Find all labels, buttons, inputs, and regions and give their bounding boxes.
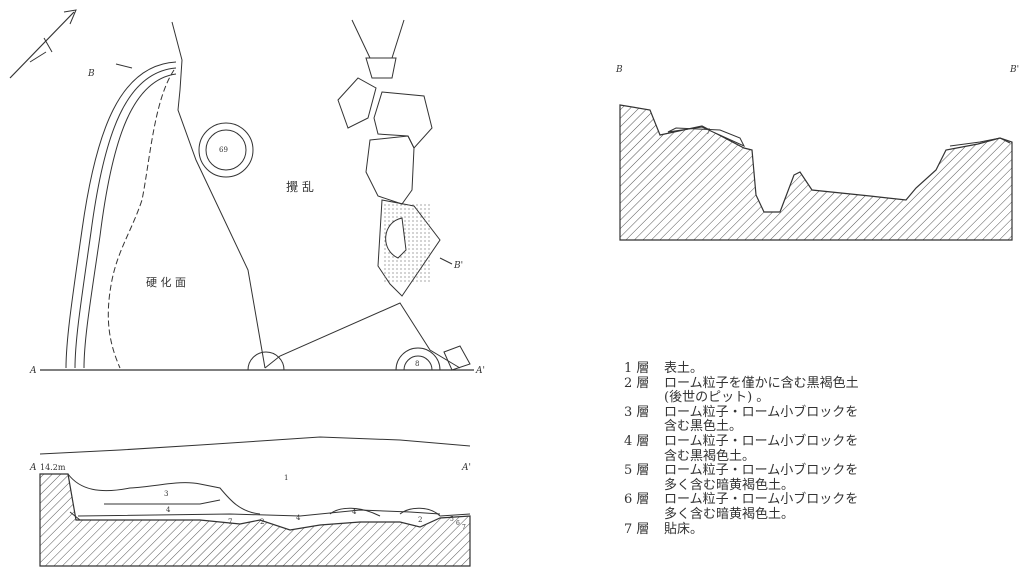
section-a-layer-4c: 4 xyxy=(296,514,301,522)
plan-b-end-label: B' xyxy=(453,261,463,271)
section-a-elevation-label: 14.2m xyxy=(40,463,66,472)
legend-row: 2 層ローム粒子を僅かに含む黒褐色土 xyxy=(624,375,944,392)
legend-num: 4 層 xyxy=(624,433,650,449)
section-a-layer-5: 5 xyxy=(450,516,454,523)
legend-num xyxy=(624,420,664,435)
legend-row: 含む黒褐色土。 xyxy=(624,448,944,465)
legend-num: 7 層 xyxy=(624,521,650,537)
legend-row: 5 層ローム粒子・ローム小ブロックを xyxy=(624,464,944,479)
legend-row: 1 層表土。 xyxy=(624,361,944,377)
plan-view xyxy=(9,9,474,371)
section-a-left-label: A xyxy=(29,463,37,473)
legend-text: ローム粒子を僅かに含む黒褐色土 xyxy=(664,375,859,391)
pit-left-bottom xyxy=(247,351,285,371)
pit-69 xyxy=(198,122,254,178)
legend-text: ローム粒子・ローム小ブロックを xyxy=(664,463,859,479)
section-a-layer-2b: 2 xyxy=(418,516,422,524)
pit-8-label: 8 xyxy=(415,360,419,368)
legend-text: 多く含む暗黄褐色土。 xyxy=(664,506,795,522)
section-a-layer-4b: 4 xyxy=(352,508,357,516)
legend-text: ローム粒子・ローム小ブロックを xyxy=(664,404,859,420)
disturbance-label: 攪 乱 xyxy=(286,180,314,194)
legend-text: 含む黒褐色土。 xyxy=(664,448,756,464)
legend-text: 含む黒色土。 xyxy=(664,419,743,435)
plan-a-left-label: A xyxy=(29,366,37,376)
section-a-right-label: A' xyxy=(461,463,471,473)
plan-a-right-label: A' xyxy=(475,366,485,376)
legend-row: 多く含む暗黄褐色土。 xyxy=(624,477,944,494)
disturbance-boundary xyxy=(171,21,266,369)
legend-row: (後世のピット) 。 xyxy=(624,391,944,406)
legend-num: 2 層 xyxy=(624,375,650,391)
legend-text: ローム粒子・ローム小ブロックを xyxy=(664,492,859,508)
section-a-layer-3: 3 xyxy=(164,490,168,498)
legend-text: 表土。 xyxy=(664,361,704,376)
legend-text: 貼床。 xyxy=(664,521,704,537)
legend-text: 多く含む暗黄褐色土。 xyxy=(664,477,795,493)
section-a-layer-6: 6 xyxy=(456,520,460,527)
feature-group-right xyxy=(337,19,471,371)
section-a-layer-7b: 7 xyxy=(462,524,466,531)
section-b xyxy=(619,104,1013,241)
pit-wall-outline xyxy=(65,61,177,369)
section-b-left-label: B xyxy=(615,65,623,75)
hardened-floor-label: 硬 化 面 xyxy=(146,275,186,289)
legend-num: 5 層 xyxy=(624,463,650,479)
legend-num xyxy=(624,508,664,523)
legend-row: 4 層ローム粒子・ローム小ブロックを xyxy=(624,433,944,450)
legend-num xyxy=(624,479,664,494)
section-a xyxy=(39,436,471,567)
legend-text: ローム粒子・ローム小ブロックを xyxy=(664,433,859,449)
legend-num xyxy=(624,450,664,465)
legend-row: 6 層ローム粒子・ローム小ブロックを xyxy=(624,493,944,508)
section-a-layer-7: 7 xyxy=(228,518,232,526)
legend-num xyxy=(624,391,664,406)
legend-text: (後世のピット) 。 xyxy=(664,390,770,406)
legend-row: 多く含む暗黄褐色土。 xyxy=(624,506,944,523)
section-a-layer-2a: 2 xyxy=(260,518,264,526)
north-arrow-icon xyxy=(9,9,77,79)
section-b-layer-7: 7 xyxy=(706,128,710,136)
legend-num: 1 層 xyxy=(624,361,650,376)
legend-row: 3 層ローム粒子・ローム小ブロックを xyxy=(624,404,944,421)
pit-69-label: 69 xyxy=(219,146,228,154)
layer-legend: 1 層表土。 2 層ローム粒子を僅かに含む黒褐色土 (後世のピット) 。 3 層… xyxy=(624,361,944,538)
section-a-layer-1: 1 xyxy=(284,474,288,482)
pit-8 xyxy=(395,347,441,371)
plan-b-label: B xyxy=(87,69,95,79)
legend-row: 含む黒色土。 xyxy=(624,420,944,435)
section-a-layer-4a: 4 xyxy=(166,506,171,514)
section-b-right-label: B' xyxy=(1009,65,1019,75)
legend-num: 3 層 xyxy=(624,404,650,420)
legend-row: 7 層貼床。 xyxy=(624,521,944,538)
inner-boundary-dashed xyxy=(107,69,175,369)
legend-num: 6 層 xyxy=(624,492,650,508)
